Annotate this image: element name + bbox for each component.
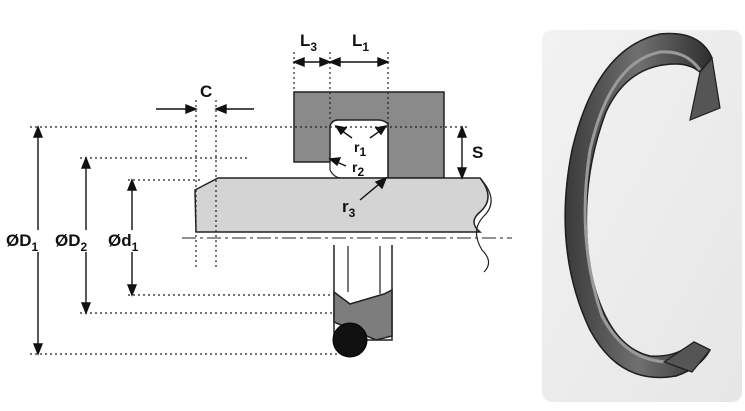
label-l3: L3 [300, 31, 317, 54]
label-l1: L1 [352, 31, 369, 54]
label-bg-d1-outer [4, 230, 48, 252]
label-d1-rod: Ød1 [108, 231, 139, 254]
label-d2: ØD2 [55, 231, 88, 254]
label-s: S [472, 143, 483, 162]
o-ring [332, 322, 368, 358]
label-r3: r3 [342, 197, 356, 220]
label-r2: r2 [352, 159, 364, 179]
label-c: C [200, 82, 212, 101]
seal-lower-inner [347, 246, 381, 294]
label-d1-outer: ØD1 [6, 231, 39, 254]
dimension-arrows [32, 56, 468, 356]
housing-upper [293, 91, 445, 179]
reference-lines [30, 52, 470, 355]
label-bg-d2 [54, 230, 98, 252]
rod-break-line [475, 177, 492, 273]
label-r1: r1 [354, 139, 366, 159]
label-bg-d1-rod [104, 230, 144, 252]
seal-ring-photo [564, 32, 721, 379]
